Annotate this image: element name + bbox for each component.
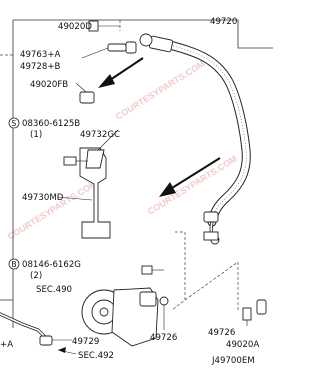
label-bolt1-qty: (1) <box>30 130 42 140</box>
union-49763A <box>107 43 127 52</box>
circle-B-marker <box>8 258 20 270</box>
label-49020FB: 49020FB <box>30 80 68 90</box>
right-lower-fittings <box>242 299 267 326</box>
bracket-49732GC <box>85 149 105 169</box>
top-fittings <box>75 20 137 104</box>
return-pipe-inner <box>0 313 49 341</box>
arrow-middle <box>171 157 221 189</box>
bracket-49730MD <box>79 147 111 239</box>
hose-lower-nut <box>203 231 219 241</box>
label-diagram-code: J49700EM <box>211 356 255 366</box>
power-steering-hose <box>139 33 251 245</box>
hose-crimp-lower <box>203 211 219 223</box>
circle-S-marker <box>8 117 20 129</box>
fitting-49726-right <box>242 307 252 321</box>
parts-diagram: COURTESYPARTS.COM COURTESYPARTS.COM COUR… <box>0 17 273 366</box>
hose-banjo-fitting <box>139 33 153 47</box>
frame-dash-4 <box>184 261 239 301</box>
label-49763A: 49763+A <box>20 50 61 60</box>
pump-outlet <box>139 291 157 307</box>
washer-49726 <box>159 296 169 306</box>
diagram-drawing: COURTESYPARTS.COM COURTESYPARTS.COM COUR… <box>0 17 273 366</box>
label-bolt1-code: 08360-6125B <box>22 119 80 129</box>
label-sec492: SEC.492 <box>78 351 114 361</box>
direction-arrows <box>98 57 221 197</box>
frame-top <box>120 19 273 49</box>
frame-dash-3 <box>171 231 186 311</box>
frame-lines <box>0 19 273 328</box>
lead-49020FB <box>75 82 87 93</box>
label-49732GC: 49732GC <box>80 130 120 140</box>
arrow-top-head <box>98 74 115 88</box>
return-pipe <box>0 312 77 355</box>
label-49726-mid: 49726 <box>150 333 177 343</box>
clamp-49729 <box>39 335 53 346</box>
bolt-head-B <box>141 265 153 275</box>
label-49020A: 49020A <box>226 340 259 350</box>
lead-49730MD <box>56 196 93 201</box>
bracket-assembly <box>56 129 119 239</box>
label-bolt2-qty: (2) <box>30 271 42 281</box>
bolt-head-S <box>63 156 77 166</box>
label-bolt2-code: 08146-6162G <box>22 260 81 270</box>
sec492-arrow <box>58 347 66 353</box>
label-49020D: 49020D <box>58 22 92 32</box>
arrow-top <box>109 57 144 81</box>
clamp-49020FB <box>79 91 95 104</box>
steering-pump <box>81 265 169 347</box>
hose-texture <box>169 44 247 223</box>
watermark-text-2: COURTESYPARTS.COM <box>146 153 239 216</box>
clip-49020A <box>256 299 267 315</box>
lead-49732GC <box>97 129 119 151</box>
lead-49763A <box>81 47 109 59</box>
label-left-fragment: +A <box>0 340 13 350</box>
label-49728B: 49728+B <box>20 62 61 72</box>
label-49730MD: 49730MD <box>22 193 64 203</box>
label-49726-right: 49726 <box>208 328 235 338</box>
circle-B-text: B <box>11 260 16 269</box>
part-labels: 49020D 49720 49763+A 49728+B 49020FB 083… <box>0 17 259 366</box>
label-49720: 49720 <box>210 17 237 27</box>
union-nut <box>125 41 137 54</box>
hose-crimp-upper <box>148 35 174 53</box>
frame-left <box>0 19 120 301</box>
label-sec490: SEC.490 <box>36 285 72 295</box>
arrow-middle-head <box>159 182 176 197</box>
circle-S-text: S <box>11 119 16 128</box>
label-49729: 49729 <box>72 337 99 347</box>
pump-shaft <box>99 307 109 317</box>
